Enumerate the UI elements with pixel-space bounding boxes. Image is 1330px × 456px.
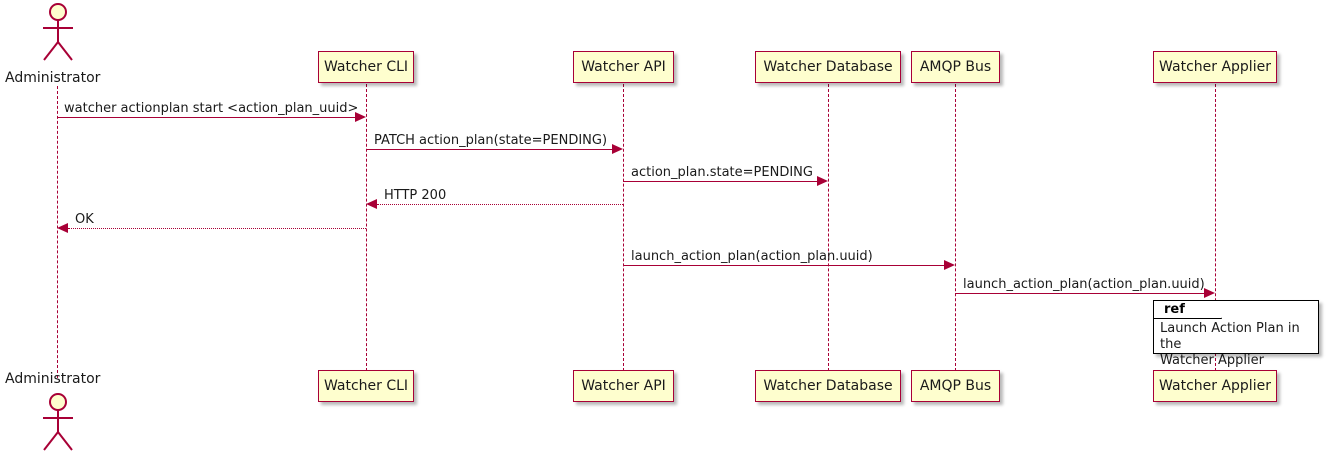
message-label-m4: HTTP 200 [384, 188, 447, 203]
message-label-m5: OK [75, 212, 94, 227]
message-line-m1 [57, 117, 355, 118]
participant-label: Watcher Database [763, 378, 893, 394]
stick-figure-icon [43, 393, 73, 451]
participant-label: Watcher Applier [1159, 59, 1271, 75]
message-line-m6 [623, 265, 944, 266]
participant-watcher-database-bottom[interactable]: Watcher Database [755, 370, 901, 402]
message-arrowhead-m6 [944, 260, 955, 270]
message-line-m5 [68, 228, 366, 229]
participant-label: Watcher Applier [1159, 378, 1271, 394]
message-label-m2: PATCH action_plan(state=PENDING) [374, 133, 608, 148]
participant-watcher-applier-top[interactable]: Watcher Applier [1153, 51, 1277, 83]
message-line-m4 [377, 204, 623, 205]
participant-label: Watcher API [581, 378, 666, 394]
participant-label: Watcher CLI [323, 59, 409, 75]
participant-label: AMQP Bus [919, 378, 992, 394]
lifeline-watcher-database [828, 84, 829, 371]
message-arrowhead-m5 [57, 223, 68, 233]
message-line-m2 [366, 149, 612, 150]
ref-fragment-line2: Watcher Applier [1160, 353, 1264, 368]
participant-label: AMQP Bus [919, 59, 992, 75]
ref-fragment-body: Launch Action Plan in the Watcher Applie… [1160, 321, 1314, 369]
stick-figure-icon [43, 3, 73, 61]
message-arrowhead-m4 [366, 199, 377, 209]
participant-label: Watcher CLI [323, 378, 409, 394]
lifeline-watcher-applier [1215, 84, 1216, 371]
message-arrowhead-m7 [1204, 288, 1215, 298]
message-line-m7 [955, 293, 1204, 294]
ref-fragment-operator: ref [1164, 302, 1185, 317]
participant-watcher-database-top[interactable]: Watcher Database [755, 51, 901, 83]
message-arrowhead-m3 [817, 176, 828, 186]
ref-fragment[interactable]: ref Launch Action Plan in the Watcher Ap… [1153, 300, 1319, 368]
message-label-m6: launch_action_plan(action_plan.uuid) [631, 249, 873, 264]
lifeline-watcher-api [623, 84, 624, 371]
participant-amqp-bus-bottom[interactable]: AMQP Bus [911, 370, 1000, 402]
message-label-m1: watcher actionplan start <action_plan_uu… [64, 101, 359, 116]
participant-label: Watcher Database [763, 59, 893, 75]
actor-label-administrator-top: Administrator [5, 70, 101, 86]
participant-label: Watcher API [581, 59, 666, 75]
lifeline-amqp-bus [955, 84, 956, 371]
participant-watcher-api-bottom[interactable]: Watcher API [573, 370, 674, 402]
ref-fragment-line1: Launch Action Plan in the [1160, 321, 1300, 352]
participant-watcher-api-top[interactable]: Watcher API [573, 51, 674, 83]
actor-label-administrator-bottom: Administrator [5, 371, 101, 387]
participant-watcher-applier-bottom[interactable]: Watcher Applier [1153, 370, 1277, 402]
message-label-m7: launch_action_plan(action_plan.uuid) [963, 277, 1205, 292]
message-label-m3: action_plan.state=PENDING [631, 165, 813, 180]
participant-watcher-cli-top[interactable]: Watcher CLI [318, 51, 414, 83]
actor-administrator-bottom [33, 392, 83, 454]
message-line-m3 [623, 181, 817, 182]
lifeline-watcher-cli [366, 84, 367, 371]
actor-administrator-top [33, 2, 83, 64]
ref-fragment-tab: ref [1154, 301, 1222, 319]
message-arrowhead-m2 [612, 144, 623, 154]
participant-watcher-cli-bottom[interactable]: Watcher CLI [318, 370, 414, 402]
participant-amqp-bus-top[interactable]: AMQP Bus [911, 51, 1000, 83]
message-arrowhead-m1 [355, 112, 366, 122]
